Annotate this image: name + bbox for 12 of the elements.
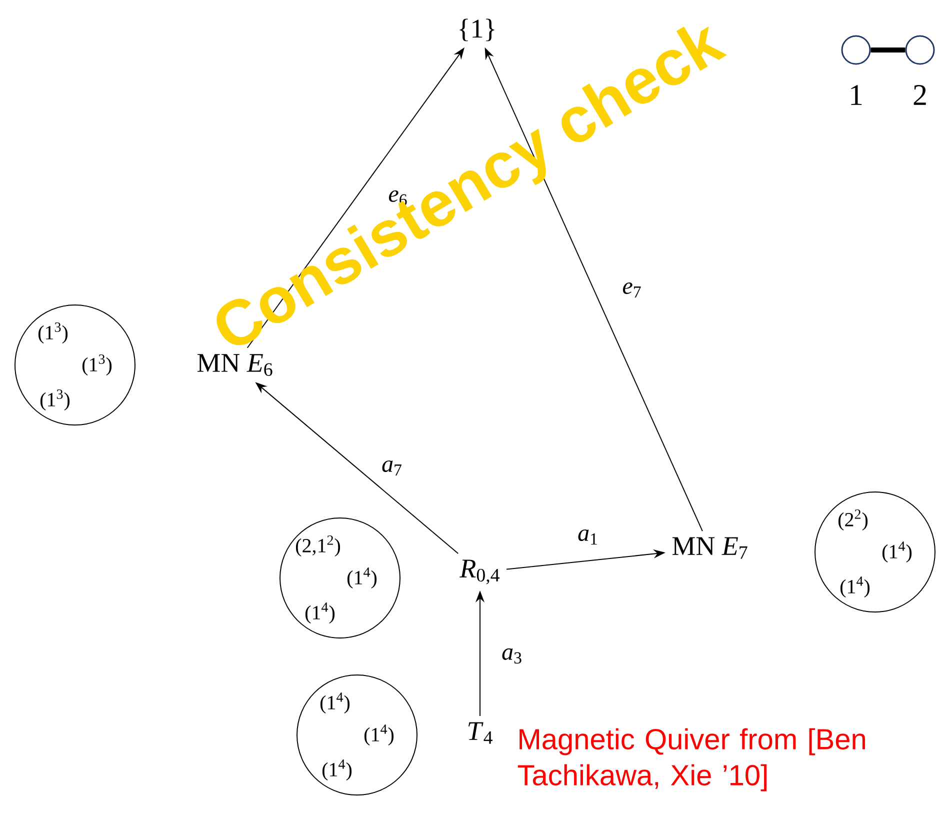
node-label: 2 [914,85,926,105]
vertex-label: MN E$_{7}$ [672,537,748,559]
vertex-label: {1} [460,18,494,42]
edge-label: a$_{7}$ [380,459,404,476]
edge-label: e$_{7}$ [621,281,643,299]
vertex-label: MN E$_{6}$ [197,354,272,376]
edge-label: a$_{3}$ [500,647,524,665]
vertex-label: T$_{4}$ [468,722,492,744]
vertex-label: R$_{0,4}$ [460,560,500,584]
edge-label: a$_{1}$ [576,528,600,546]
citation-note: Magnetic Quiver from [Ben Tachikawa, Xie ’10] [518,728,865,792]
node-label: 1 [851,85,862,105]
